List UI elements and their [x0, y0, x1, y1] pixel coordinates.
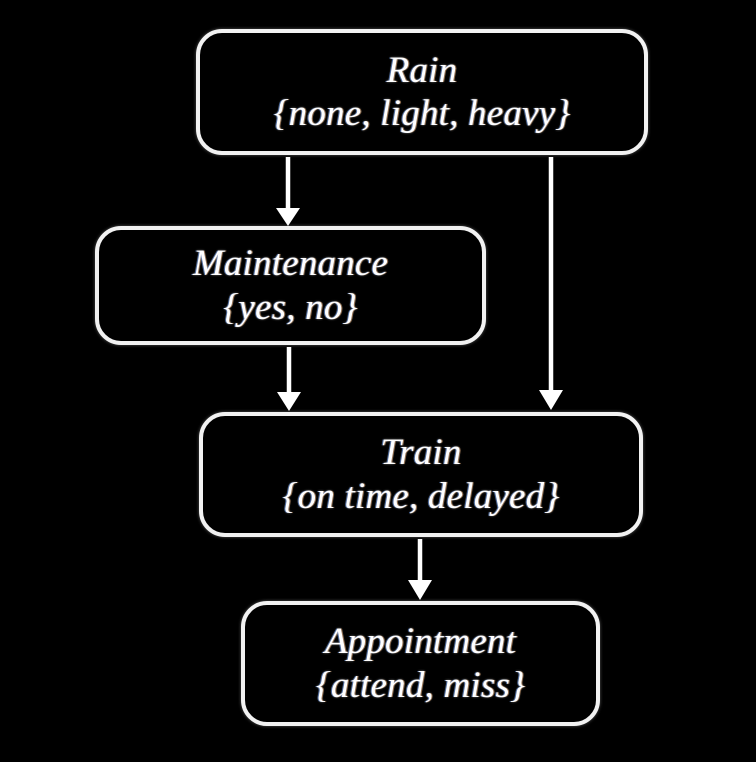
node-train[interactable]: Train {on time, delayed}: [199, 412, 643, 537]
node-maintenance-name: Maintenance: [192, 243, 389, 285]
node-rain-name: Rain: [386, 49, 458, 91]
node-appointment-values: {attend, miss}: [315, 664, 526, 706]
node-train-name: Train: [380, 432, 462, 474]
node-maintenance[interactable]: Maintenance {yes, no}: [95, 226, 486, 345]
edge-rain-to-train: [539, 157, 563, 410]
edge-rain-to-maintenance: [276, 157, 300, 226]
node-appointment-name: Appointment: [324, 621, 517, 663]
node-rain[interactable]: Rain {none, light, heavy}: [196, 29, 648, 155]
edge-maintenance-to-train: [277, 347, 301, 411]
node-train-values: {on time, delayed}: [282, 475, 560, 517]
node-appointment[interactable]: Appointment {attend, miss}: [241, 601, 600, 726]
node-rain-values: {none, light, heavy}: [273, 93, 571, 134]
node-maintenance-values: {yes, no}: [223, 286, 358, 328]
edge-train-to-appointment: [408, 539, 432, 600]
